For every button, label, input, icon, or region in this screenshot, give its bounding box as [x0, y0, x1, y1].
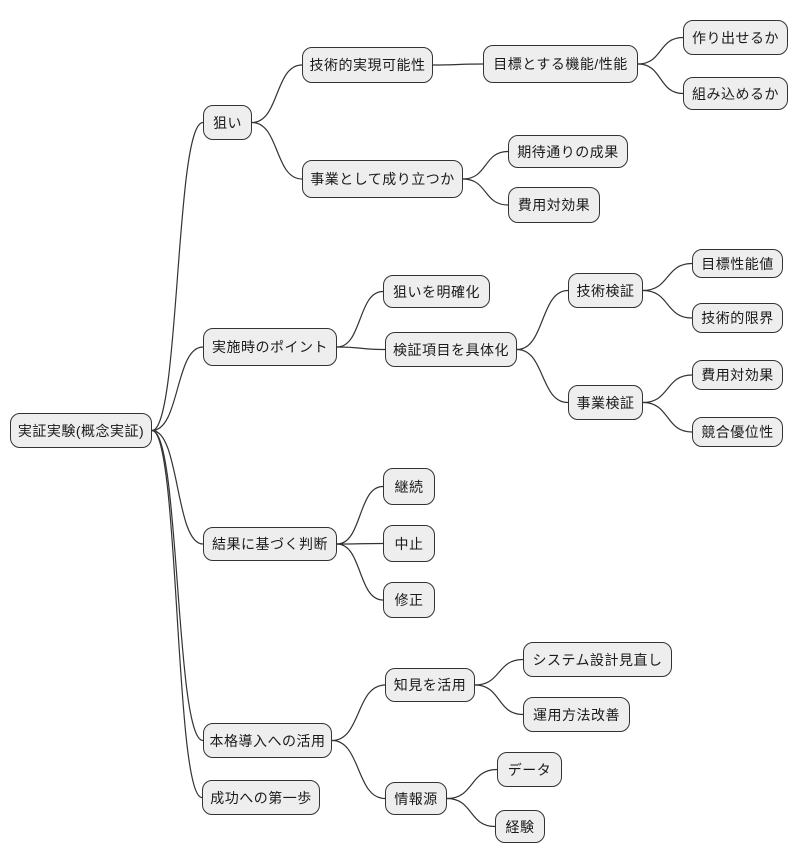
mindmap-node-root: 実証実験(概念実証): [10, 413, 152, 448]
mindmap-node-cost-effect-biz: 費用対効果: [692, 360, 783, 390]
mindmap-node-judgment: 結果に基づく判断: [203, 527, 337, 561]
mindmap-node-impl-points: 実施時のポイント: [203, 328, 337, 366]
mindmap-node-target-func: 目標とする機能/性能: [483, 45, 638, 83]
mindmap-node-continue: 継続: [383, 468, 435, 505]
edge-root-first-step: [151, 429, 203, 799]
edge-target-func-can-integrate: [637, 63, 684, 95]
mindmap-node-biz-verify: 事業検証: [568, 385, 643, 420]
edge-biz-verify-competitive: [642, 401, 693, 433]
edge-nerai-business-viable: [251, 121, 303, 180]
mindmap-node-competitive: 競合優位性: [692, 417, 783, 447]
edge-use-knowledge-sys-design: [474, 658, 524, 686]
edge-tech-verify-tech-limit: [642, 289, 693, 319]
edge-business-viable-cost-effect-aim: [462, 178, 509, 206]
edge-root-full-deploy: [151, 429, 204, 742]
mindmap-node-ops-improve: 運用方法改善: [523, 697, 630, 732]
mindmap-node-full-deploy: 本格導入への活用: [203, 723, 332, 758]
mindmap-node-expected-results: 期待通りの成果: [508, 135, 628, 168]
edge-tech-feasibility-target-func: [432, 63, 484, 66]
edge-use-knowledge-ops-improve: [474, 684, 524, 716]
edge-judgment-stop: [336, 542, 384, 545]
edge-judgment-continue: [336, 485, 384, 545]
mindmap-node-can-integrate: 組み込めるか: [683, 77, 788, 110]
mindmap-node-first-step: 成功への第一歩: [202, 780, 320, 815]
mindmap-node-clarify-aim: 狙いを明確化: [383, 275, 490, 308]
mindmap-node-cost-effect-aim: 費用対効果: [508, 187, 600, 223]
mindmap-node-concretize-items: 検証項目を具体化: [385, 332, 517, 367]
mindmap-node-business-viable: 事業として成り立つか: [302, 160, 463, 198]
mindmap-node-nerai: 狙い: [203, 105, 252, 140]
edge-tech-verify-target-perf: [642, 262, 693, 292]
mindmap-node-tech-feasibility: 技術的実現可能性: [302, 47, 433, 83]
mindmap-node-experience: 経験: [495, 810, 545, 843]
edge-concretize-items-biz-verify: [516, 348, 569, 404]
edge-business-viable-expected-results: [462, 150, 509, 180]
edge-biz-verify-cost-effect-biz: [642, 374, 693, 404]
mindmap-node-info-source: 情報源: [385, 782, 447, 815]
edge-impl-points-concretize-items: [336, 346, 386, 351]
edge-judgment-modify: [336, 543, 384, 601]
edge-root-judgment: [151, 429, 204, 545]
edge-concretize-items-tech-verify: [516, 289, 569, 351]
mindmap-node-use-knowledge: 知見を活用: [385, 668, 475, 702]
edge-full-deploy-use-knowledge: [331, 684, 386, 742]
edge-nerai-tech-feasibility: [251, 64, 303, 124]
edge-impl-points-clarify-aim: [336, 290, 384, 348]
mindmap-node-modify: 修正: [383, 582, 435, 618]
edge-root-nerai: [151, 121, 204, 432]
mindmap-node-target-perf: 目標性能値: [692, 249, 783, 278]
edge-root-impl-points: [151, 346, 204, 432]
mindmap-node-tech-verify: 技術検証: [568, 273, 643, 308]
edge-info-source-data: [446, 768, 498, 800]
mindmap-node-tech-limit: 技術的限界: [692, 303, 783, 333]
mindmap-node-data: データ: [497, 752, 562, 787]
edge-full-deploy-info-source: [331, 739, 386, 800]
mindmap-node-sys-design: システム設計見直し: [523, 642, 672, 677]
mindmap-node-stop: 中止: [383, 525, 435, 562]
mindmap-node-can-create: 作り出せるか: [683, 20, 788, 55]
edge-target-func-can-create: [637, 36, 684, 65]
edge-info-source-experience: [446, 797, 496, 828]
